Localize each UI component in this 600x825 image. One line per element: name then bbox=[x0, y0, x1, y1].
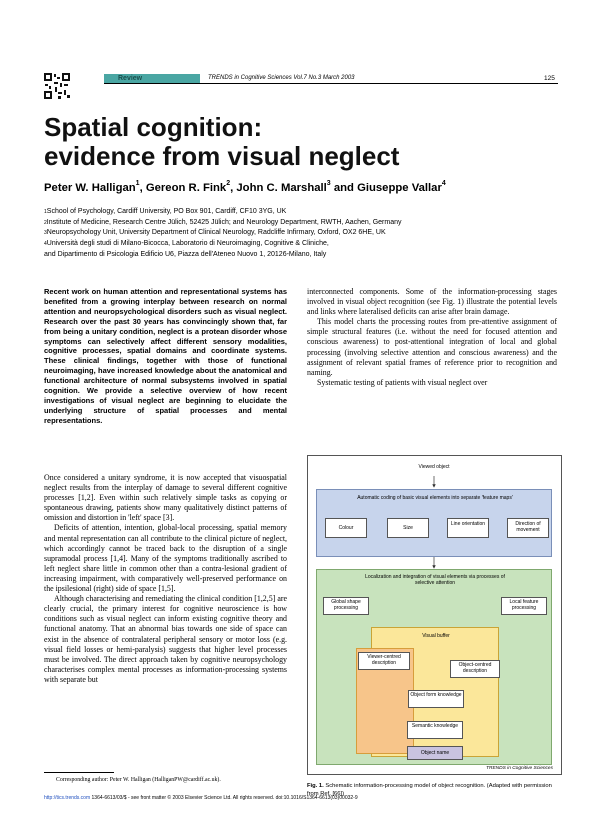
author-name: Peter W. Halligan bbox=[44, 182, 136, 194]
article-title: Spatial cognition: evidence from visual … bbox=[44, 113, 564, 171]
figure-credit: TRENDS in Cognitive Sciences bbox=[486, 766, 553, 771]
global-shape-box: Global shape processing bbox=[323, 597, 369, 615]
localization-label: Localization and integration of visual e… bbox=[365, 574, 505, 586]
title-line-1: Spatial cognition: bbox=[44, 112, 263, 142]
section-tag-label: Review bbox=[118, 75, 143, 82]
author-affiliation-marker: 1 bbox=[135, 180, 140, 187]
figure-caption: Fig. 1. Schematic information-processing… bbox=[307, 783, 560, 799]
figure-1: Viewed object Automatic coding of basic … bbox=[307, 455, 562, 775]
affiliation-line: 4Università degli studi di Milano-Bicocc… bbox=[44, 240, 329, 248]
title-line-2: evidence from visual neglect bbox=[44, 141, 400, 171]
auto-coding-label: Automatic coding of basic visual element… bbox=[357, 495, 513, 501]
feature-line-orientation-box: Line orientation bbox=[447, 518, 489, 538]
footer-link[interactable]: http://tics.trends.com bbox=[44, 795, 91, 801]
affiliations: 1School of Psychology, Cardiff Universit… bbox=[44, 207, 574, 261]
feature-colour-box: Colour bbox=[325, 518, 367, 538]
auto-coding-box: Automatic coding of basic visual element… bbox=[316, 489, 552, 557]
viewed-object-label: Viewed object bbox=[418, 464, 450, 470]
body-right-column: interconnected components. Some of the i… bbox=[307, 287, 557, 388]
affiliation-line: 3Neuropsychology Unit, University Depart… bbox=[44, 229, 386, 237]
affiliation-line: and Dipartimento di Psicologia Edificio … bbox=[44, 250, 327, 258]
author-affiliation-marker: 4 bbox=[441, 180, 446, 187]
author-affiliation-marker: 3 bbox=[326, 180, 331, 187]
paragraph: Although characterising and remediating … bbox=[44, 594, 287, 684]
object-centred-box: Object-centred description bbox=[450, 660, 500, 678]
footer-text: 1364-6613/03/$ - see front matter © 2003… bbox=[90, 795, 358, 801]
visual-buffer-box: Visual buffer Viewer-centred description… bbox=[356, 627, 500, 757]
viewer-centred-box: Viewer-centred description bbox=[358, 652, 410, 670]
feature-size-box: Size bbox=[387, 518, 429, 538]
corresponding-author: Corresponding author: Peter W. Halligan … bbox=[56, 777, 221, 783]
author-name: Giuseppe Vallar bbox=[357, 182, 442, 194]
section-tag: Review bbox=[104, 74, 200, 83]
journal-info: TRENDS in Cognitive Sciences Vol.7 No.3 … bbox=[208, 75, 355, 81]
affiliation-line: 2Institute of Medicine, Research Centre … bbox=[44, 218, 402, 226]
affiliation-line: 1School of Psychology, Cardiff Universit… bbox=[44, 208, 287, 215]
body-left-column: Once considered a unitary syndrome, it i… bbox=[44, 473, 287, 685]
local-feature-box: Local feature processing bbox=[501, 597, 547, 615]
author-name: Gereon R. Fink bbox=[145, 182, 227, 194]
object-form-box: Object form knowledge bbox=[408, 690, 464, 708]
footnote-rule bbox=[44, 772, 114, 773]
paragraph: Deficits of attention, intention, global… bbox=[44, 523, 287, 594]
feature-direction-box: Direction of movement bbox=[507, 518, 549, 538]
page-number: 125 bbox=[544, 75, 555, 82]
abstract: Recent work on human attention and repre… bbox=[44, 287, 287, 425]
caption-text: Schematic information-processing model o… bbox=[307, 783, 552, 797]
author-list: Peter W. Halligan1, Gereon R. Fink2, Joh… bbox=[44, 180, 446, 194]
qr-code-icon bbox=[44, 73, 70, 99]
visual-buffer-label: Visual buffer bbox=[422, 633, 450, 639]
paragraph: Systematic testing of patients with visu… bbox=[317, 377, 488, 387]
header-rule bbox=[104, 74, 558, 84]
semantic-knowledge-box: Semantic knowledge bbox=[407, 721, 463, 739]
paragraph: This model charts the processing routes … bbox=[307, 317, 557, 377]
localization-box: Localization and integration of visual e… bbox=[316, 569, 552, 765]
page-footer: http://tics.trends.com 1364-6613/03/$ - … bbox=[44, 795, 358, 801]
paragraph: Once considered a unitary syndrome, it i… bbox=[44, 473, 287, 523]
object-name-box: Object name bbox=[407, 746, 463, 760]
caption-label: Fig. 1. bbox=[307, 783, 324, 789]
author-name: John C. Marshall bbox=[236, 182, 327, 194]
author-affiliation-marker: 2 bbox=[226, 180, 231, 187]
paragraph: interconnected components. Some of the i… bbox=[307, 287, 557, 317]
